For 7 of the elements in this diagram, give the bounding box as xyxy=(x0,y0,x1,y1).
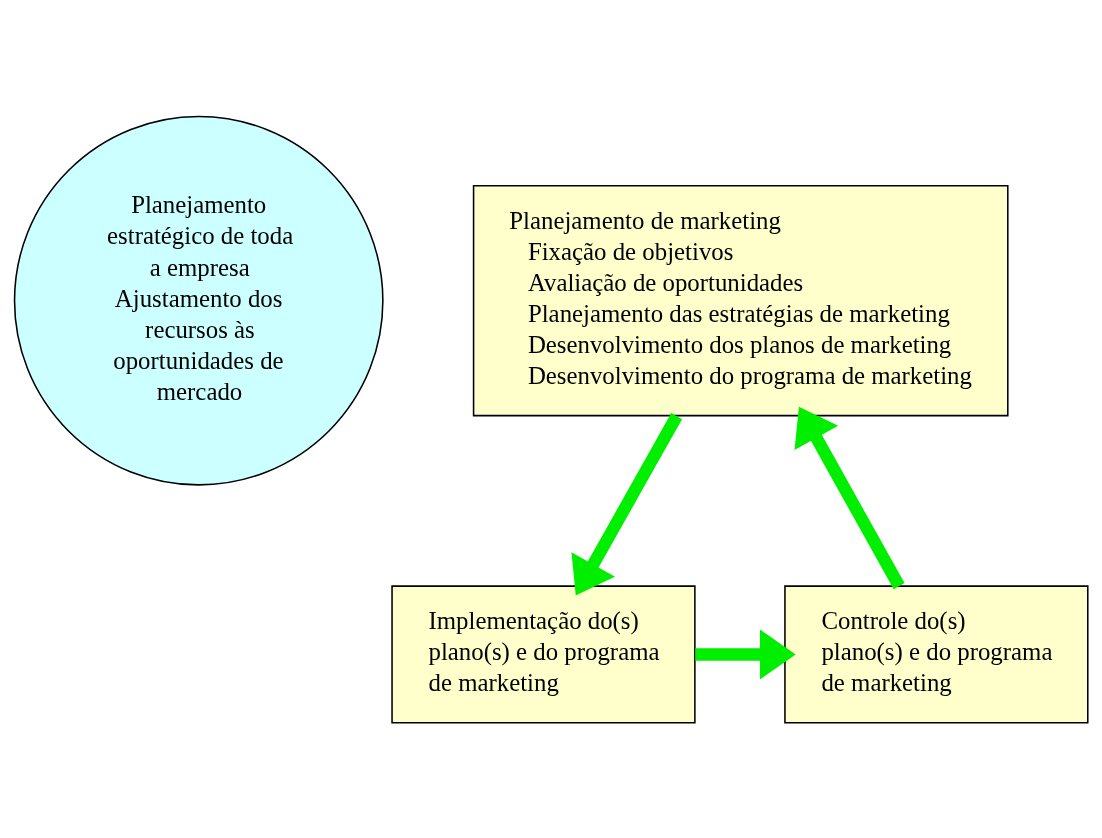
arrow xyxy=(695,628,796,679)
node-box: Implementação do(s) plano(s) e do programa de marketing xyxy=(391,584,696,724)
arrow xyxy=(794,406,905,589)
node-box: Planejamento de marketing Fixação de objetivos Avaliação de oportunidades Planejamento das estratégias de marketing Desenvolvimento dos planos de marketing Desenvolvimento do programa de marketing xyxy=(472,184,1009,416)
arrow xyxy=(571,412,683,596)
node-circle: Planejamento estratégico de toda a empresa Ajustamento dos recursos às oportunidades de mercado xyxy=(13,115,384,486)
node-box: Controle do(s) plano(s) e do programa de marketing xyxy=(784,584,1089,724)
